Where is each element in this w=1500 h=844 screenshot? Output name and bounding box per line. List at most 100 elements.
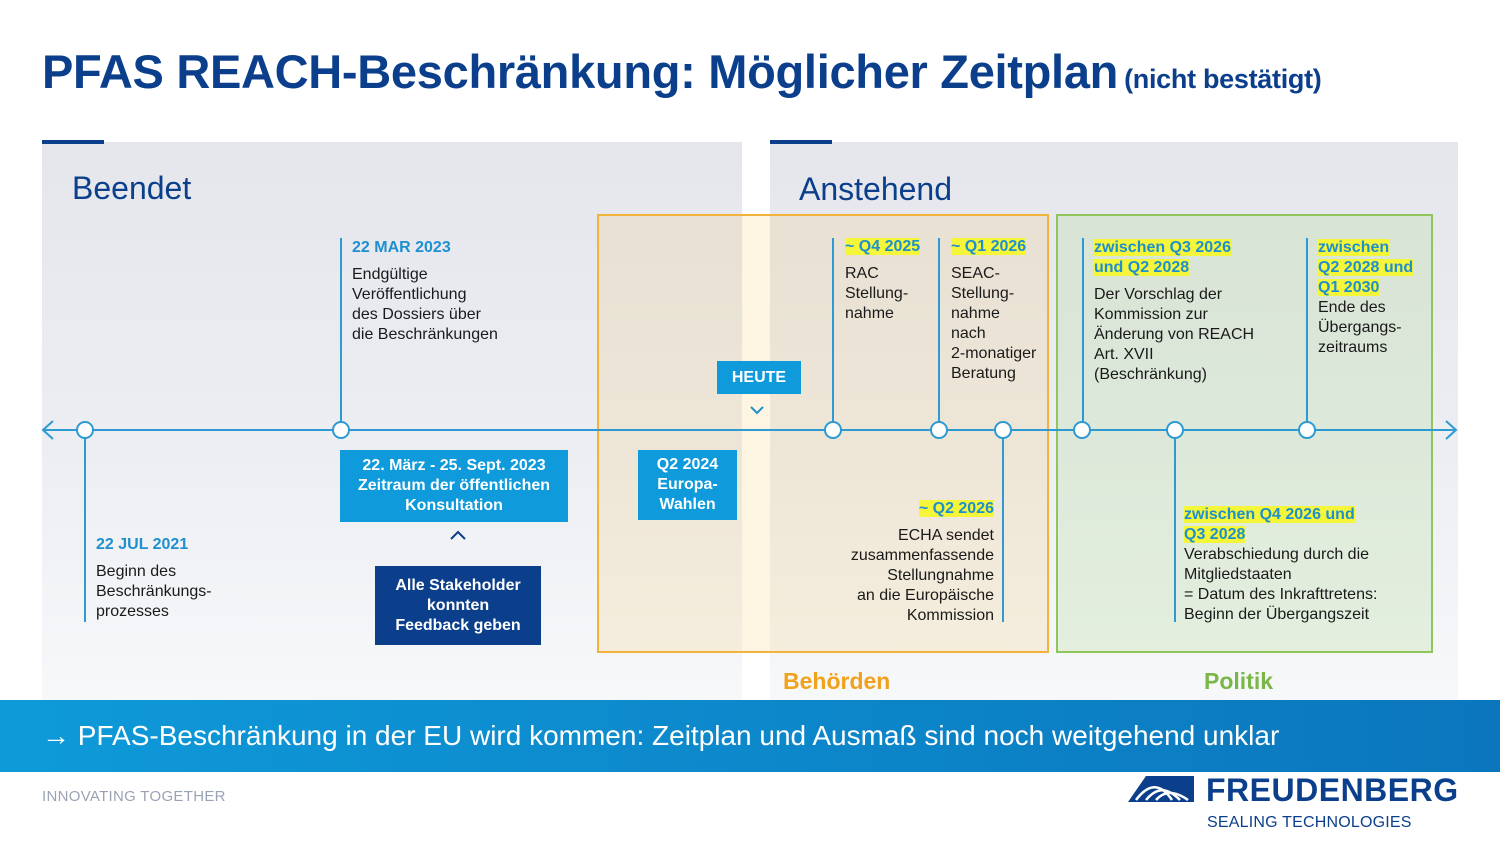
event-line: zeitraums (1318, 339, 1388, 356)
event-date: Q2 2028 und (1318, 259, 1414, 276)
politics-label: Politik (1204, 668, 1274, 694)
box-line: Europa- (657, 476, 718, 493)
panel-done-heading: Beendet (72, 170, 192, 206)
chevron-down-icon (750, 406, 764, 415)
event-echa: ~ Q2 2026 ECHA sendet zusammenfassende S… (790, 499, 994, 626)
event-date: ~ Q1 2026 (951, 238, 1027, 255)
connector-rac (832, 238, 834, 430)
box-line: Wahlen (659, 496, 716, 513)
event-date: zwischen Q4 2026 und (1184, 506, 1355, 523)
banner-text: → PFAS-Beschränkung in der EU wird komme… (42, 720, 1280, 751)
event-description: ECHA sendet zusammenfassende Stellungnah… (790, 526, 994, 626)
box-line: Feedback geben (395, 616, 521, 634)
event-line: Kommission (906, 607, 994, 624)
event-line: Beratung (951, 365, 1016, 382)
event-line: nach (951, 325, 986, 342)
event-line: 2-monatiger (951, 345, 1037, 362)
event-date: ~ Q2 2026 (918, 500, 994, 517)
event-description: Endgültige Veröffentlichung des Dossiers… (352, 265, 498, 345)
event-adoption: zwischen Q4 2026 und Q3 2028 Verabschied… (1184, 505, 1377, 625)
title-main: PFAS REACH-Beschränkung: Möglicher Zeitp… (42, 45, 1119, 98)
event-line: nahme (845, 305, 894, 322)
panel-upcoming-accent (770, 140, 832, 144)
event-line: an die Europäische (857, 587, 994, 604)
elections-box: Q2 2024 Europa- Wahlen (638, 450, 737, 520)
today-label: HEUTE (731, 368, 787, 386)
brand-subtitle: SEALING TECHNOLOGIES (1207, 814, 1412, 831)
today-badge: HEUTE (717, 361, 801, 394)
event-line: Übergangs- (1318, 319, 1402, 336)
event-line: = Datum des Inkrafttretens: (1184, 586, 1378, 603)
timeline-dot-adoption (1166, 421, 1184, 439)
event-rac: ~ Q4 2025 RAC Stellung- nahme (845, 237, 921, 324)
event-line: Der Vorschlag der (1094, 286, 1223, 303)
timeline-dot-transition (1298, 421, 1316, 439)
event-proposal: zwischen Q3 2026 und Q2 2028 Der Vorschl… (1094, 238, 1254, 385)
event-date: Q3 2028 (1184, 526, 1246, 543)
event-line: Mitgliedstaaten (1184, 566, 1292, 583)
feedback-box: Alle Stakeholder konnten Feedback geben (375, 566, 541, 645)
event-line: Art. XVII (1094, 346, 1154, 363)
event-line: Kommission zur (1094, 306, 1208, 323)
event-line: Endgültige (352, 266, 428, 283)
event-line: Stellung- (951, 285, 1015, 302)
box-line: konnten (426, 596, 490, 614)
event-line: Änderung von REACH (1094, 326, 1255, 343)
title-sub: (nicht bestätigt) (1124, 64, 1322, 94)
event-line: zusammenfassende (850, 547, 994, 564)
event-line: Veröffentlichung (352, 286, 467, 303)
event-description: Ende des Übergangs- zeitraums (1318, 298, 1413, 358)
event-description: RAC Stellung- nahme (845, 264, 920, 324)
box-line: Konsultation (405, 497, 503, 514)
conclusion-banner: → PFAS-Beschränkung in der EU wird komme… (0, 700, 1500, 772)
event-2021: 22 JUL 2021 Beginn des Beschränkungs- pr… (96, 535, 212, 622)
event-date: ~ Q4 2025 (845, 238, 921, 255)
box-line: Alle Stakeholder (395, 576, 521, 594)
event-line: prozesses (96, 603, 169, 620)
connector-echa (1002, 430, 1004, 622)
event-line: ECHA sendet (897, 527, 994, 544)
event-date: und Q2 2028 (1094, 259, 1190, 276)
footer-tagline: INNOVATING TOGETHER (42, 788, 226, 805)
event-line: die Beschränkungen (352, 326, 498, 343)
connector-transition (1306, 238, 1308, 430)
event-description: Beginn des Beschränkungs- prozesses (96, 562, 212, 622)
chevron-up-icon (450, 530, 466, 540)
event-line: Beginn des (96, 563, 177, 580)
event-date: Q1 2030 (1318, 279, 1380, 296)
panel-upcoming (770, 142, 1458, 700)
event-line: Beginn der Übergangszeit (1184, 606, 1370, 623)
timeline-dot-rac (824, 421, 842, 439)
box-line: 22. März - 25. Sept. 2023 (362, 457, 546, 474)
authorities-label: Behörden (783, 668, 891, 694)
event-line: Ende des (1318, 299, 1386, 316)
timeline-dot-2021 (76, 421, 94, 439)
event-line: (Beschränkung) (1094, 366, 1207, 383)
panel-upcoming-heading: Anstehend (799, 171, 953, 207)
event-transition-end: zwischen Q2 2028 und Q1 2030 Ende des Üb… (1318, 238, 1414, 358)
event-line: Beschränkungs- (96, 583, 212, 600)
event-line: RAC (845, 265, 879, 282)
event-date: zwischen Q3 2026 (1094, 239, 1231, 256)
connector-seac (938, 238, 940, 430)
box-line: Q2 2024 (656, 456, 719, 473)
page-title: PFAS REACH-Beschränkung: Möglicher Zeitp… (42, 44, 1322, 99)
event-date: zwischen (1318, 239, 1390, 256)
panel-done-accent (42, 140, 104, 144)
event-line: Stellung- (845, 285, 909, 302)
connector-adoption (1174, 430, 1176, 622)
consultation-box: 22. März - 25. Sept. 2023 Zeitraum der ö… (340, 450, 568, 522)
connector-2021 (84, 430, 86, 622)
event-description: SEAC- Stellung- nahme nach 2-monatiger B… (951, 264, 1036, 384)
authorities-box (597, 214, 1049, 653)
event-line: nahme (951, 305, 1000, 322)
connector-2023 (340, 238, 342, 430)
timeline-dot-echa (994, 421, 1012, 439)
box-line: Zeitraum der öffentlichen (357, 477, 551, 494)
event-seac: ~ Q1 2026 SEAC- Stellung- nahme nach 2-m… (951, 237, 1036, 384)
event-description: Verabschiedung durch die Mitgliedstaaten… (1184, 545, 1377, 625)
event-date: 22 JUL 2021 (96, 536, 189, 553)
brand-name: FREUDENBERG (1206, 772, 1459, 808)
event-line: Verabschiedung durch die (1184, 546, 1370, 563)
event-description: Der Vorschlag der Kommission zur Änderun… (1094, 285, 1254, 385)
